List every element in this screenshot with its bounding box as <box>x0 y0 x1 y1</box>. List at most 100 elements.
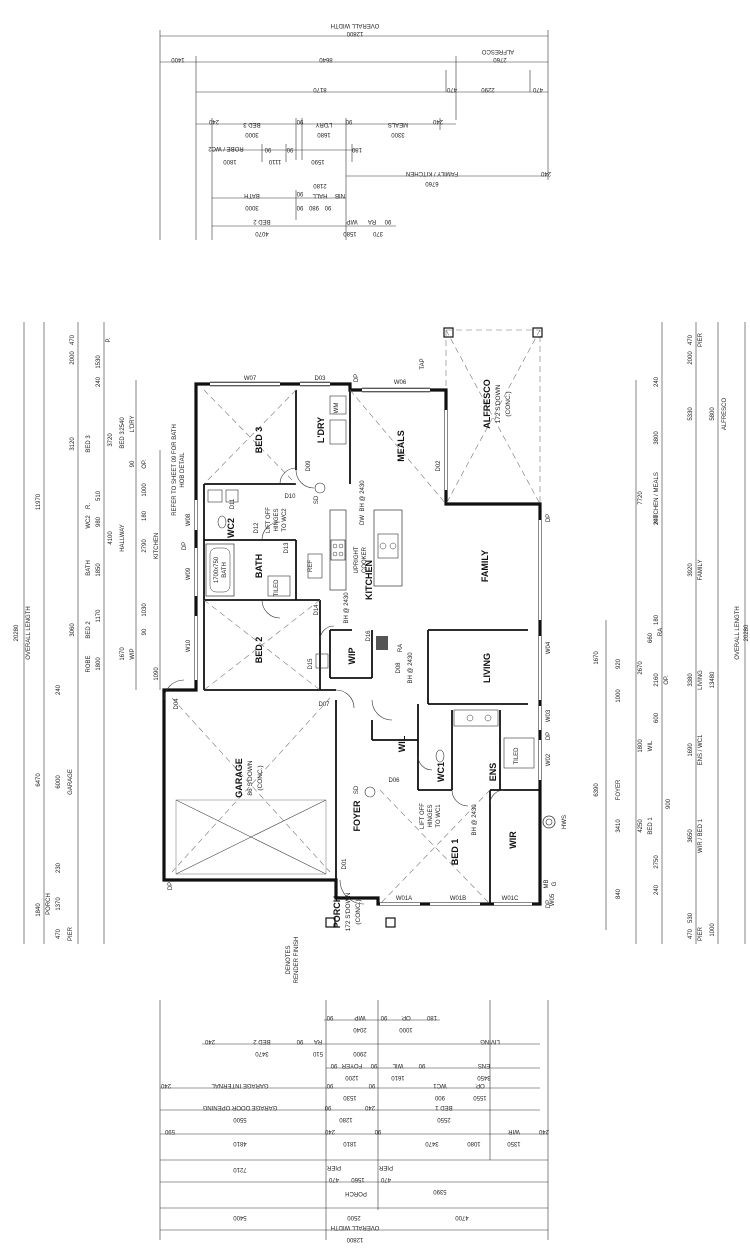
right-label-living: LIVING <box>698 670 704 690</box>
right-label-alfresco: ALFRESCO <box>722 397 728 430</box>
room-bed2: BED 2 <box>254 637 264 664</box>
room-ldry: L'DRY <box>316 417 326 443</box>
note-refer-sheet: REFER TO SHEET 09 FOR BATH <box>172 424 178 516</box>
note-bath: BATH <box>222 562 228 578</box>
left-dim-240: 240 <box>96 376 102 387</box>
bot-r6-4810: 4810 <box>233 1140 247 1146</box>
left-dim-1030: 1030 <box>142 603 148 617</box>
bot-r2-ra: RA <box>314 1038 322 1044</box>
right-label-wir-bed1: WIR / BED 1 <box>698 818 704 853</box>
bot-r2-510: 510 <box>312 1050 323 1056</box>
bot-r7-7210: 7210 <box>233 1166 247 1172</box>
bot-r4-wc1: WC1 <box>433 1082 447 1088</box>
note-sd-2: SD <box>354 785 360 794</box>
left-label-kitchen: KITCHEN <box>154 533 160 559</box>
note-render-finish: RENDER FINISH <box>294 937 300 984</box>
note-cooker: COOKER <box>362 546 368 573</box>
left-label-hallway: HALLWAY <box>120 524 126 552</box>
left-dim-6000: 6000 <box>56 775 62 789</box>
top-dim-1580: 1580 <box>343 230 357 236</box>
top-dim-90c: 90 <box>264 146 271 152</box>
bot-r6-1080: 1080 <box>467 1140 481 1146</box>
kitchen-fixtures <box>307 509 403 650</box>
bot-r2-bed2: BED 2 <box>253 1038 271 1044</box>
bot-r3-3450: 3450 <box>477 1074 491 1080</box>
left-label-garage: GARAGE <box>68 769 74 795</box>
bot-r8-5390: 5390 <box>433 1188 447 1194</box>
room-living: LIVING <box>482 653 492 683</box>
right-dim-2750: 2750 <box>654 855 660 869</box>
tag-w03: W03 <box>546 709 552 722</box>
bot-overall-value: 12800 <box>346 1236 363 1242</box>
note-dp-4: DP <box>168 882 174 890</box>
right-dim-2160: 2160 <box>654 673 660 687</box>
left-dim-2540: 2540 <box>120 417 126 431</box>
bot-r9-porch: PORCH <box>345 1190 367 1196</box>
bot-r4-90b: 90 <box>368 1082 375 1088</box>
room-wc1: WC1 <box>436 762 446 782</box>
note-tap: TAP <box>420 358 426 369</box>
left-label-wip: WIP <box>130 648 136 659</box>
right-label-pier-bottom: PIER <box>698 926 704 941</box>
right-dim-2000: 2000 <box>688 351 694 365</box>
left-label-ldry: L'DRY <box>130 415 136 432</box>
bot-r3-90a: 90 <box>330 1062 337 1068</box>
right-label-wil: WIL <box>648 740 654 751</box>
right-dim-3800: 3800 <box>654 431 660 445</box>
note-liftoff-1: LIFT OFF <box>266 507 272 533</box>
bot-r9-pier-a: PIER <box>326 1164 341 1170</box>
tag-w01b: W01B <box>450 896 466 902</box>
left-label-p: P. <box>106 337 112 342</box>
bot-r10-4700: 4700 <box>455 1214 469 1220</box>
right-label-foyer: FOYER <box>616 779 622 800</box>
note-tiled-ens: TILED <box>514 747 520 765</box>
top-dim-8640: 8640 <box>319 56 333 62</box>
right-dim-1000: 1000 <box>616 689 622 703</box>
bot-r1-wip: WIP <box>354 1014 365 1020</box>
tag-w01c: W01C <box>502 896 519 902</box>
bot-r1-1000: 1000 <box>399 1026 413 1032</box>
room-porch-sub2: (CONC.) <box>355 899 362 924</box>
top-dim-1400: 1400 <box>171 56 185 62</box>
right-dim-530: 530 <box>688 912 694 923</box>
right-dim-600: 600 <box>654 712 660 723</box>
right-dim-2670: 2670 <box>638 661 644 675</box>
left-dim-230: 230 <box>56 862 62 873</box>
right-label-pier-top: PIER <box>698 332 704 347</box>
left-dim-3060: 3060 <box>70 623 76 637</box>
bot-r4-1550: 1550 <box>473 1094 487 1100</box>
top-dim-90e: 90 <box>296 190 303 196</box>
left-dim-6470: 6470 <box>36 773 42 787</box>
left-label-pier: PIER <box>68 926 74 941</box>
room-porch: PORCH <box>332 896 342 929</box>
left-dim-90-wip: 90 <box>142 628 148 635</box>
note-dw: DW <box>360 515 366 525</box>
right-dim-3380: 3380 <box>688 673 694 687</box>
right-dim-1800: 1800 <box>638 739 644 753</box>
tag-w04: W04 <box>546 641 552 654</box>
right-dim-1690: 1690 <box>688 743 694 757</box>
note-liftoff-b2: HINGES <box>428 804 434 827</box>
tag-w10: W10 <box>186 639 192 652</box>
left-dim-1370: 1370 <box>56 897 62 911</box>
bot-r4-90a: 90 <box>326 1082 333 1088</box>
plan-windows <box>194 381 542 906</box>
bot-r4-garage-internal: GARAGE INTERNAL <box>211 1082 269 1088</box>
left-dim-470: 470 <box>70 334 76 345</box>
left-label-r: R. <box>86 503 92 509</box>
bot-r2-90: 90 <box>296 1038 303 1044</box>
tag-w05: W05 <box>550 893 556 906</box>
right-dim-470: 470 <box>688 334 694 345</box>
left-dim-180: 180 <box>142 510 148 521</box>
top-dim-4070: 4070 <box>255 230 269 236</box>
top-dim-3000b: 3000 <box>245 204 259 210</box>
note-hob-detail: HOB DETAIL <box>180 452 186 488</box>
room-wir: WIR <box>508 831 518 849</box>
note-liftoff-3: TO WC2 <box>282 508 288 532</box>
top-dim-3300: 3300 <box>391 131 405 137</box>
top-dim-1590: 1590 <box>311 158 325 164</box>
left-label-bath: BATH <box>86 560 92 576</box>
tag-d15: D15 <box>308 658 314 670</box>
note-wm: WM <box>334 403 340 414</box>
bot-r6-240b: 240 <box>538 1128 549 1134</box>
